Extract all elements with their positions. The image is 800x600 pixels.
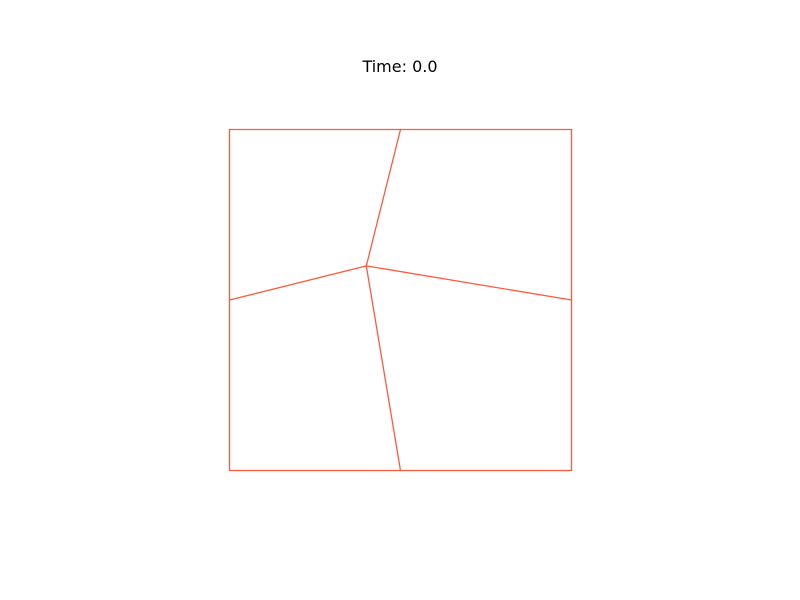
mesh-edge-c-tm [365,128,402,267]
mesh-edge-c-mr [365,265,573,301]
mesh-edge-bm-c [365,265,402,472]
mesh-edge-ml-c [228,265,367,301]
plot-title: Time: 0.0 [362,57,438,76]
mesh-edges [228,128,573,472]
